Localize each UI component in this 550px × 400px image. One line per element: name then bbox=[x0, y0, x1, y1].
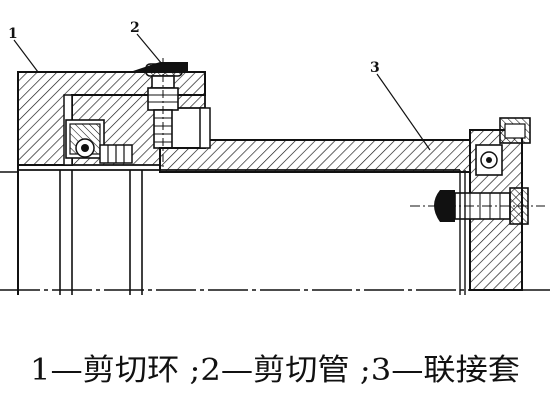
callout-leaders bbox=[13, 33, 431, 151]
callout-1: 1 bbox=[8, 26, 18, 42]
right-flange bbox=[410, 117, 545, 295]
callout-3: 3 bbox=[370, 60, 380, 76]
callout-2: 2 bbox=[130, 20, 140, 36]
shear-ring bbox=[17, 71, 206, 166]
coupling-section-drawing: 1 2 3 bbox=[0, 20, 550, 295]
figure-caption: 1—剪切环 ;2—剪切管 ;3—联接套 bbox=[30, 353, 520, 388]
shaft-lines bbox=[0, 165, 550, 295]
figure-caption-area: 1—剪切环 ;2—剪切管 ;3—联接套 bbox=[30, 353, 520, 388]
